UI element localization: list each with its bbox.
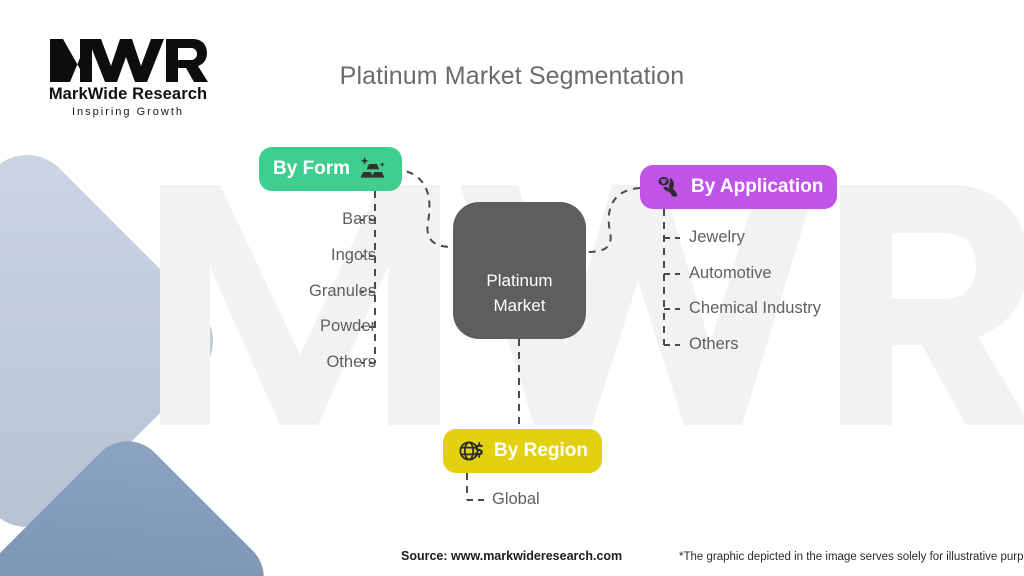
leaf-by-application-1: Automotive [689,264,772,282]
mwr-monogram-icon [50,39,208,82]
page-title: Platinum Market Segmentation [339,62,685,90]
hand-gem-icon [654,172,684,202]
brand-tagline: Inspiring Growth [71,106,185,118]
branch-label-by-application: By Application [691,176,824,197]
leaf-by-application-0: Jewelry [689,228,745,246]
leaf-by-form-0: Bars [342,210,376,228]
leaf-by-region-0: Global [492,490,540,508]
leaf-by-form-4: Others [326,353,376,371]
center-node-line2: Market [493,295,546,315]
leaf-by-application-3: Others [689,335,739,353]
disclaimer-text: *The graphic depicted in the image serve… [679,551,1024,563]
leaf-by-form-2: Granules [309,282,376,300]
center-node-label: Platinum Market [486,268,552,318]
brand-name: MarkWide Research [48,85,208,103]
leaf-by-form-1: Ingots [331,246,376,264]
branch-badge-by-region[interactable]: By Region [443,429,602,473]
center-node[interactable]: Platinum Market [453,202,586,339]
brand-logo: MarkWide Research Inspiring Growth [28,36,228,122]
globe-currency-icon [457,436,487,466]
leaf-by-application-2: Chemical Industry [689,299,822,317]
branch-badge-by-form[interactable]: By Form [259,147,403,191]
branch-label-by-form: By Form [273,158,351,179]
branch-label-by-region: By Region [494,440,588,461]
source-text: Source: www.markwideresearch.com [401,549,623,563]
center-node-line1: Platinum [486,270,553,290]
branch-badge-by-application[interactable]: By Application [640,165,838,209]
leaf-by-form-3: Powder [320,317,376,335]
metal-bars-icon [358,154,388,184]
